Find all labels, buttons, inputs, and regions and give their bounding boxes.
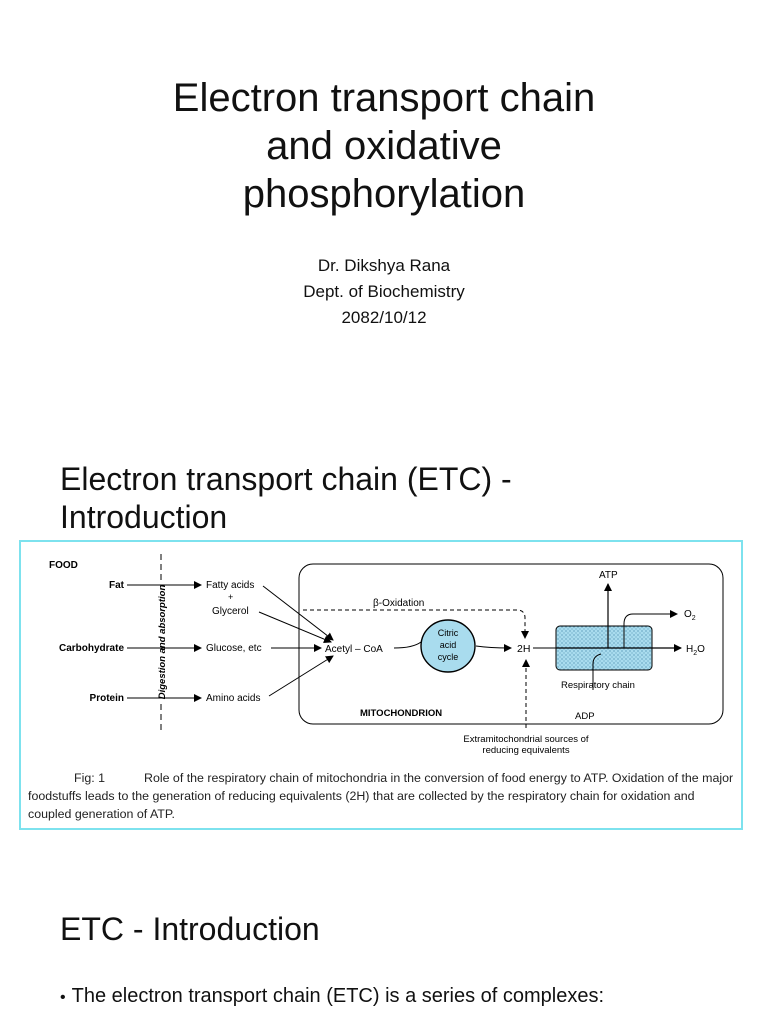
glucose-label: Glucose, etc <box>206 643 262 654</box>
o2-sub: 2 <box>692 615 696 622</box>
citric-line-2: acid <box>440 640 457 650</box>
two-h-label: 2H <box>517 643 530 655</box>
o2-label: O2 <box>684 609 696 622</box>
digestion-label-bg: Digestion and absorption <box>154 585 165 700</box>
title-line-3: phosphorylation <box>242 172 526 216</box>
caption-text: Role of the respiratory chain of mitocho… <box>28 771 734 821</box>
carbohydrate-label: Carbohydrate <box>59 643 124 654</box>
extra-line-2: reducing equivalents <box>482 745 569 756</box>
citric-acid-cycle <box>420 619 476 673</box>
mitochondrion-box <box>298 563 724 725</box>
beta-oxidation-label: β-Oxidation <box>373 598 424 609</box>
section-title-line-1: Electron transport chain (ETC) - <box>60 461 512 497</box>
figure-box: FOOD Fat Carbohydrate Protein Digestion … <box>19 540 743 830</box>
slide-title: Electron transport chain and oxidative p… <box>0 74 768 218</box>
o2-main: O <box>684 609 692 620</box>
protein-label: Protein <box>90 693 124 704</box>
department: Dept. of Biochemistry <box>303 282 465 301</box>
title-line-2: and oxidative <box>266 124 502 168</box>
plus-sign: + <box>228 592 233 602</box>
citric-line-1: Citric <box>438 628 459 638</box>
extra-line-1: Extramitochondrial sources of <box>463 734 588 745</box>
h2o-o: O <box>697 644 705 655</box>
section-title-line-2: Introduction <box>60 499 228 535</box>
section-title-etc: Electron transport chain (ETC) - Introdu… <box>60 460 512 536</box>
author-block: Dr. Dikshya Rana Dept. of Biochemistry 2… <box>0 253 768 331</box>
section-title-etc-intro: ETC - Introduction <box>60 910 320 948</box>
respiratory-chain-label: Respiratory chain <box>561 680 635 691</box>
citric-line-3: cycle <box>438 652 459 662</box>
bullet-item: • The electron transport chain (ETC) is a… <box>60 982 604 1012</box>
caption-label: Fig: 1 <box>74 771 105 785</box>
section-title-3: ETC - Introduction <box>60 911 320 947</box>
h2o-label: H2O <box>686 644 705 657</box>
beta-oxidation-path <box>303 609 529 639</box>
glycerol-label: Glycerol <box>212 606 249 617</box>
title-line-1: Electron transport chain <box>172 76 596 120</box>
acetyl-coa-label: Acetyl – CoA <box>325 644 383 655</box>
adp-label: ADP <box>575 711 595 722</box>
date: 2082/10/12 <box>341 308 427 327</box>
atp-label: ATP <box>599 570 618 581</box>
author-name: Dr. Dikshya Rana <box>317 256 451 275</box>
bullet-dot: • <box>60 989 66 1006</box>
h2o-sub: 2 <box>693 650 697 657</box>
fat-label: Fat <box>109 580 125 591</box>
h2o-h: H <box>686 644 693 655</box>
food-label: FOOD <box>49 560 78 571</box>
amino-acids-label: Amino acids <box>206 693 260 704</box>
digestion-label: Digestion and absorption <box>157 585 168 700</box>
bullet-text: The electron transport chain (ETC) is a … <box>71 985 605 1007</box>
mitochondrion-label: MITOCHONDRION <box>360 708 442 719</box>
fatty-acids-label: Fatty acids <box>206 580 254 591</box>
respiratory-chain-diagram: FOOD Fat Carbohydrate Protein Digestion … <box>49 554 724 756</box>
